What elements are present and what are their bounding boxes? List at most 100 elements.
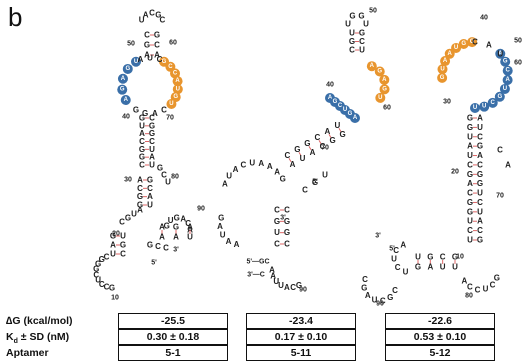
s3-blue-nt-letter: U <box>473 105 477 111</box>
s3-long-stem-left-nt: U <box>467 236 473 245</box>
s2-left-loop-nt: U <box>226 172 232 181</box>
s2-left-loop-low-nt: G <box>218 214 224 223</box>
s3-blue-nt <box>487 97 498 108</box>
s1-num-3prime: 3' <box>173 247 179 254</box>
s1-hairpin-nt: G <box>155 10 161 19</box>
s3-blue-nt-letter: C <box>506 68 511 74</box>
s1-junction-left-nt: G <box>125 214 131 223</box>
s2-top-stem-right-nt: U <box>359 46 365 55</box>
s1-blue-nt-letter: A <box>124 97 129 103</box>
s3-long-stem-right-nt: A <box>477 151 483 160</box>
s2-num-60: 60 <box>383 105 391 112</box>
s2-diag-stem-pair-bond <box>298 152 302 156</box>
s2-left-loop-nt: A <box>274 167 280 176</box>
s3-bottom-loop-nt: G <box>387 293 393 302</box>
s3-long-stem-right-nt: C <box>477 160 483 169</box>
s2-orange-nt-letter: A <box>382 77 387 83</box>
s3-blue-nt <box>479 101 490 112</box>
s3-num-50: 50 <box>514 38 522 45</box>
s2-orange-nt <box>366 61 377 72</box>
s1-hairpin-nt: A <box>143 10 149 19</box>
s2-center-stem-right-nt: G <box>284 217 290 226</box>
s3-num-60: 60 <box>514 60 522 67</box>
s2-left-loop-nt: A <box>233 165 239 174</box>
s2-top-stem-left-nt: U <box>349 29 355 38</box>
s3-blue-nt <box>499 83 510 94</box>
s3-orange-nt-letter: G <box>470 39 475 45</box>
s1-side-stem-left-nt: A <box>159 233 165 242</box>
s1-mid-stem-right-nt: G <box>149 129 155 138</box>
s2-center-stem-left-nt: U <box>274 228 280 237</box>
s3-bottom-loop-nt: C <box>362 275 368 284</box>
s2-orange-nt-letter: G <box>377 68 382 74</box>
s1-mid-stem-right-nt: G <box>149 121 155 130</box>
s1-bottom-stem-left-nt: G <box>110 232 116 241</box>
s1-blue-nt <box>131 56 141 67</box>
s1-hairpin-nt: C <box>149 9 155 18</box>
s3-left-loop-nt: U <box>403 267 409 276</box>
s1-top-stem-left-nt: A <box>144 51 150 60</box>
s3-long-stem-right-nt: C <box>477 226 483 235</box>
s3-long-stem-right-nt: A <box>477 217 483 226</box>
s3-num-80: 80 <box>465 293 473 300</box>
s2-right-strand-nt: C <box>302 186 308 195</box>
s2-label-5gc: 5'—GC <box>246 259 269 266</box>
s2-diag-stem-left-nt: U <box>335 121 341 130</box>
s3-num-20: 20 <box>451 169 459 176</box>
s1-blue-nt-letter: A <box>121 76 126 82</box>
s2-blue-nt-letter: C <box>338 103 343 109</box>
s2-orange-nt <box>379 84 390 95</box>
s1-mid-stem-left-nt: A <box>139 129 145 138</box>
cell-dg-1: -25.5 <box>118 313 228 329</box>
s1-mid-stem-left-nt: C <box>139 137 145 146</box>
s3-horizontal-stem-right-nt: C <box>440 253 446 262</box>
s1-bottom-loop-nt: C <box>99 280 105 289</box>
s2-diag-stem-pair-bond <box>308 146 312 150</box>
s3-bulge-nt: A <box>505 161 511 170</box>
s2-diag-stem-left-nt: C <box>285 151 291 160</box>
cell-aptamer-1: 5-1 <box>118 345 228 361</box>
s3-orange-nt-letter: U <box>440 66 444 72</box>
s3-loop-top-nt: A <box>486 41 492 50</box>
aptamer-stats-table: ∆G (kcal/mol) Kd ± SD (nM) Aptamer -25.5… <box>0 313 527 363</box>
s2-diag-stem-pair-bond <box>338 128 342 132</box>
s3-horizontal-stem-left-nt: U <box>440 263 446 272</box>
s3-blue-nt <box>500 56 511 67</box>
s3-long-stem-left-nt: C <box>467 189 473 198</box>
s3-long-stem-left-nt: G <box>467 114 473 123</box>
s1-loop-bottom-nt: A <box>152 109 158 118</box>
s2-left-loop-low-nt: U <box>220 231 226 240</box>
s2-blue-nt-letter: A <box>353 115 358 121</box>
s3-bottom-loop-nt: C <box>380 296 386 305</box>
s3-right-loop-nt: C <box>467 282 473 291</box>
s3-horizontal-stem-left-nt: U <box>452 263 458 272</box>
s2-left-loop-nt: A <box>267 162 273 171</box>
s3-num-40: 40 <box>480 15 488 22</box>
s3-orange-nt <box>437 72 448 83</box>
s2-label-3c: 3'—C <box>247 272 265 279</box>
s1-loop-top-nt: U <box>147 54 153 63</box>
s1-mid-stem-right-nt: C <box>149 137 155 146</box>
s1-low-stem-right-nt: C <box>147 184 153 193</box>
s2-orange-nt-letter: A <box>370 63 375 69</box>
s3-left-loop-nt: U <box>391 255 397 264</box>
s1-tail-nt: C <box>163 244 169 253</box>
s3-long-stem-left-nt: A <box>467 179 473 188</box>
row-label-kd: Kd ± SD (nM) <box>6 331 70 346</box>
s2-hairpin-nt: G <box>358 12 364 21</box>
s3-orange-nt <box>437 64 448 75</box>
s1-bottom-stem-left-nt: U <box>110 250 116 259</box>
s2-bottom-loop-nt: G <box>296 281 302 290</box>
s3-long-stem-right-nt: C <box>477 132 483 141</box>
s1-bottom-loop-nt: G <box>109 284 115 293</box>
s2-hairpin-nt: U <box>345 20 351 29</box>
s3-long-stem-right-nt: C <box>477 198 483 207</box>
s2-center-stem-right-nt: C <box>284 240 290 249</box>
s1-side-loop-nt: G <box>164 221 170 230</box>
s1-bottom-loop-nt: C <box>104 283 110 292</box>
s1-side-loop-nt: C <box>185 219 191 228</box>
s3-orange-nt <box>440 56 451 67</box>
s3-long-stem-left-nt: G <box>467 207 473 216</box>
s3-long-stem-right-nt: G <box>477 236 483 245</box>
